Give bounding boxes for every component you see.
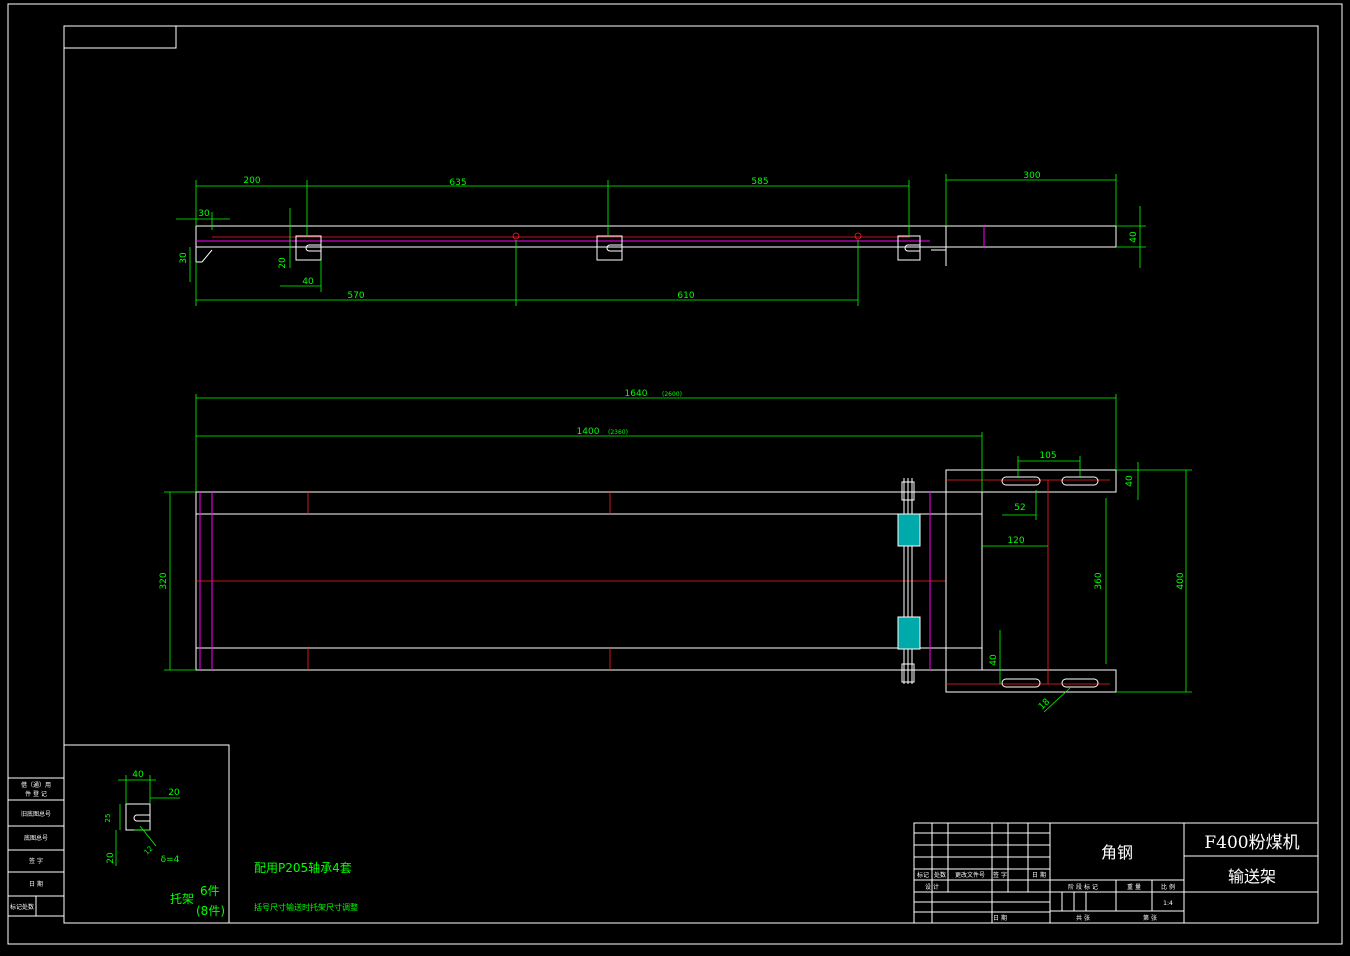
dim-635: 635: [449, 178, 466, 188]
change-doc-label: 更改文件号: [955, 871, 985, 879]
dim-360: 360: [1094, 572, 1104, 589]
bracket-qty: 6件: [200, 884, 220, 898]
assembly-name: 输送架: [1228, 867, 1276, 886]
sheet-no-label: 第 张: [1143, 914, 1157, 922]
signature-label: 签 字: [993, 871, 1007, 879]
dim-400: 400: [1176, 572, 1186, 589]
title-block-grid: [913, 822, 1319, 924]
dim-1640-alt: (2600): [662, 391, 682, 398]
bracket-dim-20: 20: [168, 788, 180, 798]
dim-570: 570: [347, 291, 364, 301]
date-label-bottom: 日 期: [993, 914, 1007, 922]
drawing-number-box: [63, 25, 177, 49]
side-register-box: [7, 777, 65, 917]
bracket-qty-alt: (8件): [196, 904, 225, 918]
elevation-view: [176, 174, 1146, 306]
bracket-dim-20b: 20: [106, 852, 116, 864]
ratio-label: 比 例: [1161, 883, 1175, 891]
dim-40: 40: [302, 277, 314, 287]
weight-label: 重 量: [1127, 883, 1141, 891]
dim-320: 320: [159, 572, 169, 589]
dim-40-b: 40: [989, 654, 999, 666]
dim-30-v: 30: [179, 252, 189, 264]
dim-610: 610: [677, 291, 694, 301]
dim-40-a: 40: [1125, 475, 1135, 487]
side-box-label-3: 旧底图总号: [21, 810, 51, 818]
stage-mark-label: 阶 段 标 记: [1068, 883, 1098, 891]
mark-label: 标记: [917, 871, 929, 879]
dim-30-h: 30: [198, 209, 210, 219]
dim-105: 105: [1039, 451, 1056, 461]
dim-120: 120: [1007, 536, 1024, 546]
side-box-label-6: 日 期: [29, 880, 43, 888]
material-label: 角钢: [1101, 843, 1133, 862]
dim-40-right: 40: [1129, 231, 1139, 243]
side-box-label-4: 底图总号: [24, 834, 48, 842]
dim-20: 20: [278, 257, 288, 269]
dim-1400-alt: (2360): [608, 429, 628, 436]
bearing-note: 配用P205轴承4套: [254, 860, 352, 875]
total-sheets-label: 共 张: [1076, 914, 1090, 922]
product-name: F400粉煤机: [1204, 833, 1299, 853]
side-box-label-2: 件 登 记: [25, 790, 47, 798]
plan-view: [164, 394, 1192, 713]
outer-sheet-border: [7, 3, 1343, 945]
bracket-thickness: δ=4: [161, 855, 180, 865]
scale-value: 1:4: [1163, 900, 1173, 907]
bracket-dim-40: 40: [132, 770, 144, 780]
side-box-label-1: 借（通）用: [21, 781, 51, 789]
dim-1640: 1640: [625, 389, 648, 399]
dim-200: 200: [243, 176, 260, 186]
bracket-dim-12: 12: [143, 845, 155, 857]
date-label: 日 期: [1032, 871, 1046, 879]
bracket-title: 托架: [170, 892, 194, 906]
side-box-footer: 标记处数: [10, 903, 34, 911]
dim-585: 585: [751, 177, 768, 187]
dim-18: 18: [1037, 697, 1052, 712]
dim-300: 300: [1023, 171, 1040, 181]
bracket-detail-drawing: [115, 775, 180, 866]
dim-52: 52: [1014, 503, 1025, 513]
bracket-dim-25: 25: [104, 814, 112, 823]
design-label: 设 计: [925, 883, 939, 891]
dimension-note: 括号尺寸输送时托架尺寸调整: [254, 902, 358, 912]
count-label: 处数: [934, 871, 946, 879]
inner-frame-border: [63, 25, 1319, 924]
dim-1400: 1400: [577, 427, 600, 437]
side-box-label-5: 签 字: [29, 857, 43, 865]
